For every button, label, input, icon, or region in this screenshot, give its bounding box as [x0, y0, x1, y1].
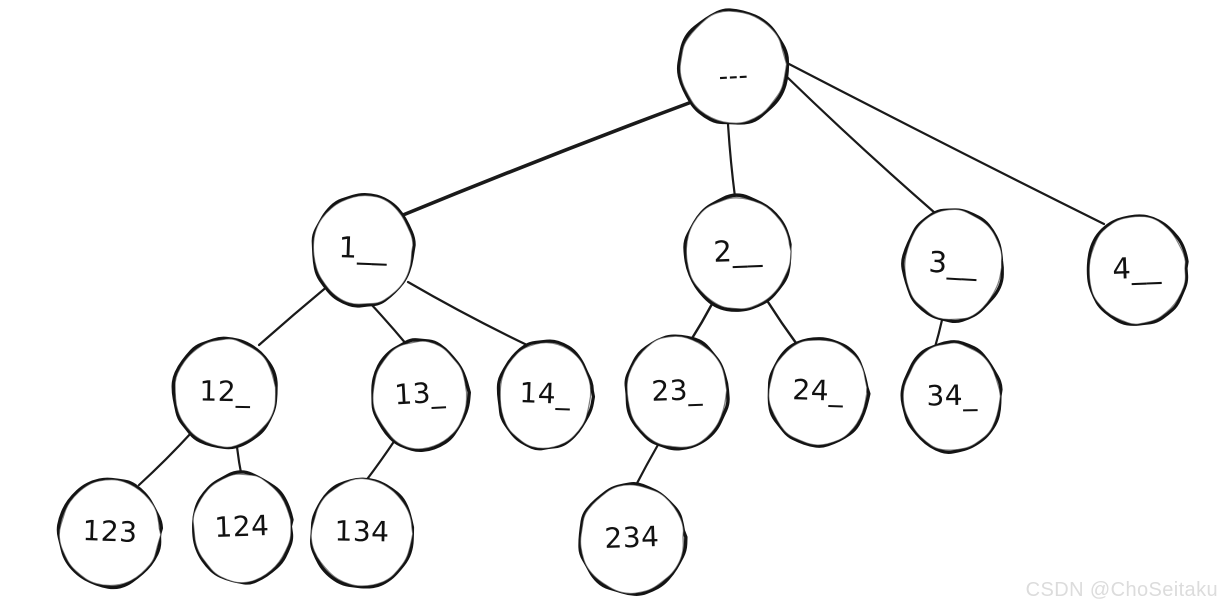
edge-n1-to-n13: [368, 301, 409, 347]
node-label-n123: 123: [82, 514, 138, 549]
edge-n13-to-n134: [363, 438, 397, 484]
tree-node-n24[interactable]: 24_: [767, 337, 871, 448]
tree-node-n123[interactable]: 123: [56, 477, 164, 590]
node-circle-overstroke-n24: [768, 339, 868, 446]
tree-node-n4[interactable]: 4__: [1086, 214, 1189, 326]
node-label-n134: 134: [334, 515, 390, 549]
node-label-n4: 4__: [1112, 250, 1162, 286]
node-label-n234: 234: [604, 520, 660, 555]
edge-n23-to-n234: [632, 441, 661, 491]
node-circle-overstroke-n23: [626, 335, 728, 449]
node-circle-overstroke-n13: [372, 340, 468, 450]
node-circle-overstroke-n14: [499, 342, 592, 449]
edge-root-to-n2: [726, 122, 737, 199]
tree-node-n134[interactable]: 134: [310, 477, 415, 589]
edge-n2-to-n24: [766, 300, 798, 345]
node-label-n24: 24_: [792, 373, 845, 408]
node-circle-overstroke-n3: [904, 208, 1003, 321]
nodes-layer: --- 1__ 2__ 3__ 4__ 12_ 13_ 14_ 23_ 24_ 34_ 123 124 1…: [56, 7, 1189, 596]
tree-node-n124[interactable]: 124: [191, 470, 294, 585]
node-label-n14: 14_: [519, 376, 572, 411]
node-circle-overstroke-n123: [58, 478, 162, 587]
edge-root-to-n3: [784, 74, 937, 215]
edge-n1-to-n12: [257, 283, 331, 347]
node-label-n2: 2__: [713, 233, 763, 269]
node-circle-overstroke-n4: [1088, 215, 1187, 325]
edge-n12-to-n123: [137, 430, 194, 487]
node-label-n124: 124: [214, 509, 270, 544]
edge-n2-to-n23: [689, 302, 714, 342]
node-label-n13: 13_: [394, 376, 447, 412]
node-label-n12: 12_: [199, 375, 251, 409]
node-label-n1: 1__: [338, 230, 388, 266]
node-circle-overstroke-root: [679, 10, 788, 125]
node-circle-overstroke-n1: [312, 194, 414, 306]
tree-node-n12[interactable]: 12_: [171, 336, 278, 450]
edge-root-to-n1: [401, 101, 691, 217]
tree-node-n14[interactable]: 14_: [496, 339, 596, 451]
tree-node-n23[interactable]: 23_: [624, 334, 730, 451]
node-label-n23: 23_: [651, 373, 704, 408]
node-label-n3: 3__: [928, 245, 979, 282]
tree-node-n3[interactable]: 3__: [900, 207, 1006, 324]
node-circle-overstroke-n34: [902, 342, 1002, 451]
csdn-watermark: CSDN @ChoSeitaku: [1025, 579, 1218, 601]
node-circle-overstroke-n2: [685, 197, 792, 310]
node-circle-overstroke-n12: [174, 338, 277, 449]
tree-node-n13[interactable]: 13_: [370, 337, 472, 453]
node-label-n34: 34_: [926, 379, 978, 413]
tree-node-n234[interactable]: 234: [578, 482, 688, 596]
node-circle-overstroke-n124: [192, 473, 292, 584]
tree-node-n34[interactable]: 34_: [900, 340, 1003, 455]
node-circle-overstroke-n234: [579, 484, 685, 595]
edge-root-to-n4: [787, 62, 1106, 226]
tree-node-n2[interactable]: 2__: [683, 193, 793, 312]
tree-node-root[interactable]: ---: [676, 7, 791, 126]
node-circle-overstroke-n134: [310, 477, 414, 587]
edge-n1-to-n14: [406, 280, 529, 347]
tree-node-n1[interactable]: 1__: [311, 192, 416, 308]
node-label-root: ---: [718, 61, 749, 93]
